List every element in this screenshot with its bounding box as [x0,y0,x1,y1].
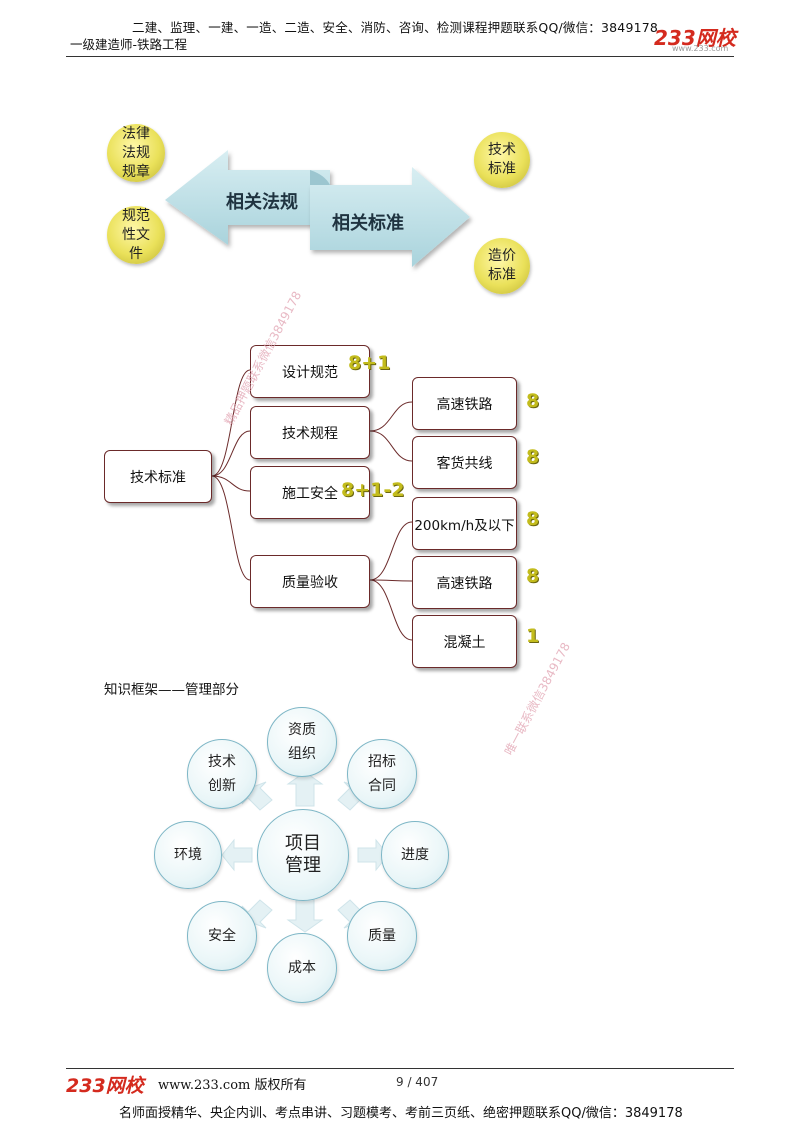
count-concrete: 1 [526,625,540,647]
arrow-label-right: 相关标准 [332,213,404,234]
tree-root-tech-standards: 技术标准 [104,450,212,503]
tree-leaf-concrete: 混凝土 [412,615,517,668]
circle-cost-standards: 造价标准 [474,238,530,294]
count-high-speed-1: 8 [526,390,540,412]
section-title: 知识框架——管理部分 [104,682,239,698]
footer-copyright: www.233.com 版权所有 [158,1078,307,1093]
center-project-management: 项目管理 [257,809,349,901]
header-subject: 一级建造师-铁路工程 [70,37,188,52]
circle-tech-standards: 技术标准 [474,132,530,188]
node-tech-innovation: 技术创新 [187,739,257,809]
footer-divider [66,1068,734,1069]
tree-node-design-code: 设计规范 [250,345,370,398]
header-logo: 233网校 [654,26,736,50]
circle-laws: 法律法规规章 [107,124,165,182]
tree-leaf-mixed-traffic: 客货共线 [412,436,517,489]
tree-leaf-high-speed-1: 高速铁路 [412,377,517,430]
tree-node-construction-safety: 施工安全 [250,466,370,519]
tree-leaf-200kmh: 200km/h及以下 [412,497,517,550]
node-quality: 质量 [347,901,417,971]
count-200kmh: 8 [526,508,540,530]
circle-normative-docs: 规范性文件 [107,206,165,264]
node-safety: 安全 [187,901,257,971]
node-schedule: 进度 [381,821,449,889]
double-arrow-graphic [160,145,480,275]
count-high-speed-2: 8 [526,565,540,587]
count-construction-safety: 8+1-2 [341,479,405,501]
tree-node-quality-acceptance: 质量验收 [250,555,370,608]
footer-contact-line: 名师面授精华、央企内训、考点串讲、习题模考、考前三页纸、绝密押题联系QQ/微信：… [119,1106,683,1121]
header-divider [66,56,734,57]
node-cost: 成本 [267,933,337,1003]
tree-node-tech-procedure: 技术规程 [250,406,370,459]
footer-page-number: 9 / 407 [396,1075,439,1089]
header-logo-sub: www.233.com [672,44,729,53]
tree-leaf-high-speed-2: 高速铁路 [412,556,517,609]
node-bidding-contract: 招标合同 [347,739,417,809]
footer-logo: 233网校 [66,1075,144,1097]
count-mixed-traffic: 8 [526,446,540,468]
arrow-label-left: 相关法规 [226,192,298,213]
header-contact-line: 二建、监理、一建、一造、二造、安全、消防、咨询、检测课程押题联系QQ/微信：38… [132,20,659,35]
node-environment: 环境 [154,821,222,889]
node-qualification-organization: 资质组织 [267,707,337,777]
tree-connectors [0,340,800,670]
count-design-code: 8+1 [348,352,391,374]
